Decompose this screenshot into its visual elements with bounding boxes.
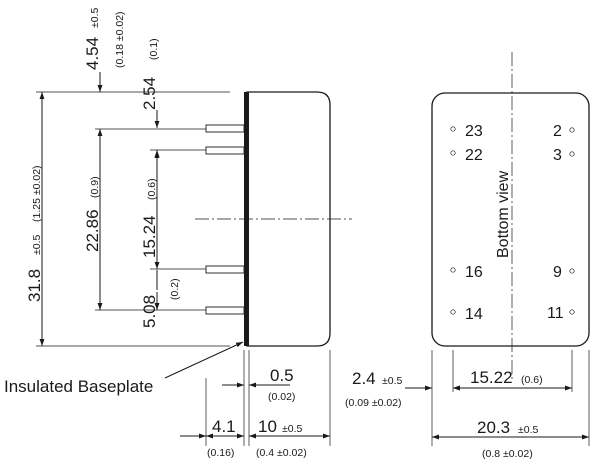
dim-4-54-tol: ±0.5	[89, 7, 101, 28]
dim-31-8-tol: ±0.5	[31, 234, 43, 255]
pin	[205, 124, 245, 133]
pin-hole	[569, 268, 575, 274]
side-view: 4.54 ±0.5 (0.18 ±0.02) 2.54 (0.1) 22.86 …	[4, 7, 352, 459]
dim-2-4-inch: (0.09 ±0.02)	[345, 397, 402, 409]
dim-5-08-inch: (0.2)	[169, 278, 181, 300]
pin-label: 14	[465, 306, 483, 323]
pin-label: 9	[553, 264, 562, 281]
dim-4-1-value: 4.1	[212, 417, 236, 436]
pin-hole	[450, 267, 456, 273]
dim-15-22-value: 15.22	[470, 368, 513, 387]
pin	[205, 265, 245, 274]
insulated-baseplate-label: Insulated Baseplate	[4, 377, 153, 396]
pin	[205, 306, 245, 315]
dim-31-8-inch: (1.25 ±0.02)	[31, 165, 43, 222]
dim-20-3-inch: (0.8 ±0.02)	[482, 448, 533, 460]
dim-31-8-value: 31.8	[25, 269, 44, 302]
pin-hole	[569, 309, 575, 315]
dim-2-54-inch: (0.1)	[148, 38, 160, 60]
bottom-view-outline	[431, 92, 590, 347]
pin-label: 22	[465, 147, 483, 164]
dim-2-54-value: 2.54	[140, 77, 159, 110]
pin-hole	[569, 151, 575, 157]
dim-20-3-tol: ±0.5	[518, 424, 539, 436]
pin	[205, 146, 245, 155]
pin-hole	[450, 150, 456, 156]
dim-4-54-inch: (0.18 ±0.02)	[114, 11, 126, 68]
dim-0-5-inch: (0.02)	[268, 391, 295, 403]
bottom-view-label: Bottom view	[495, 170, 512, 258]
pin-hole	[569, 127, 575, 133]
bottom-view: Bottom view 23 22 16 14 2 3 9 11 2.4 ±0.…	[345, 52, 590, 460]
dim-5-08-value: 5.08	[140, 295, 159, 328]
pin-label: 3	[553, 147, 562, 164]
dim-15-22-inch: (0.6)	[521, 374, 543, 386]
pin-label: 16	[465, 264, 483, 281]
dim-20-3-value: 20.3	[477, 418, 510, 437]
dim-0-5-value: 0.5	[270, 366, 294, 385]
dim-2-4-value: 2.4	[352, 369, 376, 388]
dim-4-1-inch: (0.16)	[207, 447, 234, 459]
dim-10-tol: ±0.5	[282, 423, 303, 435]
dim-15-24-inch: (0.6)	[146, 178, 158, 200]
pin-label: 23	[465, 123, 483, 140]
pin-label: 2	[553, 123, 562, 140]
dim-15-24-value: 15.24	[140, 215, 159, 258]
pin-hole	[450, 126, 456, 132]
dim-4-54-value: 4.54	[83, 37, 102, 70]
dim-22-86-value: 22.86	[83, 209, 102, 252]
dim-2-4-tol: ±0.5	[382, 375, 403, 387]
pin-hole	[450, 309, 456, 315]
dim-10-value: 10	[258, 417, 277, 436]
dim-22-86-inch: (0.9)	[89, 176, 101, 198]
dim-10-inch: (0.4 ±0.02)	[256, 447, 307, 459]
pin-label: 11	[547, 305, 564, 322]
